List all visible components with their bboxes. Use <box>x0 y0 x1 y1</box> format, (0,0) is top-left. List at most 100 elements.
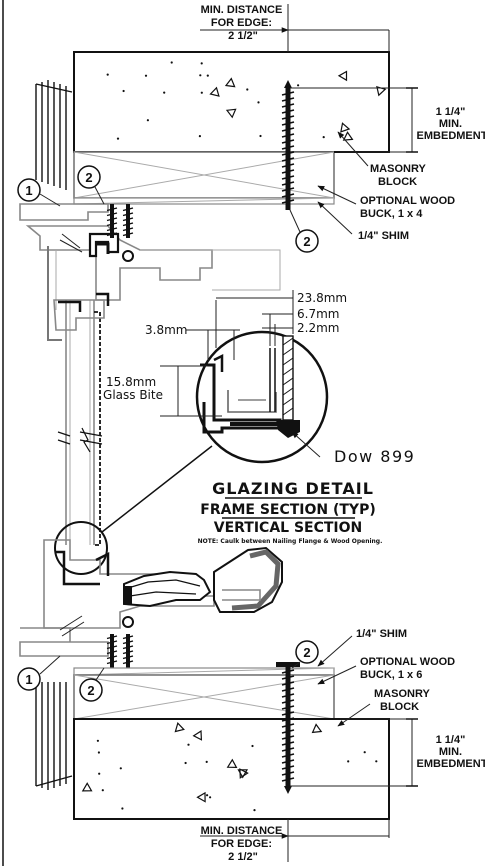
bottom-masonry-block <box>73 718 390 820</box>
bottom-exterior-wall <box>35 682 73 790</box>
bottom-shim-label: 1/4" SHIM <box>317 628 407 667</box>
sealant-label: Dow 899 <box>334 447 415 466</box>
svg-text:2: 2 <box>87 683 94 698</box>
screw-thread <box>281 711 295 716</box>
bottom-min-distance-line-2: FOR EDGE: <box>211 838 272 850</box>
fastener-thread <box>106 635 118 640</box>
screw-thread <box>281 729 295 734</box>
fastener-thread <box>122 222 134 227</box>
top-head-frame-profile <box>19 203 281 341</box>
screw-thread <box>281 723 295 728</box>
top-embedment-line-1: 1 1/4" <box>436 106 466 118</box>
aggregate-dot <box>199 74 202 77</box>
top-masonry-label: MASONRY BLOCK <box>337 131 426 188</box>
svg-text:MIN. DISTANCE FOR EDGE:: MIN. DISTANCE FOR EDGE: 2 1/2" <box>201 825 286 863</box>
top-masonry-line-1: MASONRY <box>370 163 426 175</box>
bottom-min-distance-line-1: MIN. DISTANCE <box>201 825 283 837</box>
aggregate-stone <box>239 768 249 779</box>
aggregate-dot <box>363 751 366 754</box>
frame-section-title: FRAME SECTION (TYP) <box>200 502 375 518</box>
aggregate-stone <box>342 131 354 141</box>
sill-frame-fasteners <box>106 634 134 668</box>
svg-text:MIN. DISTANCE FOR EDGE:: MIN. DISTANCE FOR EDGE: 2 1/2" <box>201 4 286 42</box>
svg-text:2: 2 <box>85 170 92 185</box>
aggregate-dot <box>122 89 125 93</box>
screw-thread <box>281 127 295 132</box>
screw-thread <box>281 717 295 722</box>
aggregate-dot <box>146 119 149 122</box>
aggregate-dot <box>259 134 262 138</box>
svg-text:2: 2 <box>303 645 310 660</box>
top-min-distance-line-1: MIN. DISTANCE <box>201 4 283 16</box>
fastener-thread <box>122 232 134 237</box>
bottom-buck-label: OPTIONAL WOOD BUCK, 1 x 6 <box>317 656 455 685</box>
top-min-distance-line-2: FOR EDGE: <box>211 17 272 29</box>
screw-thread <box>281 169 295 174</box>
fastener-thread <box>106 212 118 217</box>
top-embedment-line-2: MIN. <box>439 118 462 130</box>
fastener-thread <box>106 655 118 660</box>
svg-text:MASONRY BLOCK: MASONRY BLOCK <box>374 688 433 713</box>
top-buck-line-2: BUCK, 1 x 4 <box>360 208 423 220</box>
glazing-dimensions: 23.8mm 6.7mm 2.2mm 3.8mm 15.8mm Glass Bi… <box>103 290 415 466</box>
aggregate-dot <box>96 739 99 742</box>
top-buck-label: OPTIONAL WOOD BUCK, 1 x 4 <box>317 185 455 220</box>
screw-thread <box>281 139 295 144</box>
top-buck-line-1: OPTIONAL WOOD <box>360 195 455 207</box>
svg-text:2: 2 <box>303 234 310 249</box>
aggregate-dot <box>144 74 148 77</box>
screw-thread <box>281 765 295 770</box>
dim-6-7mm: 6.7mm <box>297 307 339 321</box>
aggregate-dot <box>257 101 260 104</box>
svg-text:1: 1 <box>25 672 32 687</box>
screw-thread <box>281 163 295 168</box>
top-exterior-wall <box>35 80 73 190</box>
svg-text:15.8mm Glass Bite: 15.8mm Glass Bite <box>103 375 163 402</box>
dim-3-8mm: 3.8mm <box>145 323 187 337</box>
aggregate-dot <box>187 743 190 746</box>
glazing-detail-callout <box>195 330 329 464</box>
bottom-embedment-line-1: 1 1/4" <box>436 734 466 746</box>
screw-thread <box>281 777 295 782</box>
screw-thread <box>281 693 295 698</box>
fastener-thread <box>122 655 134 660</box>
aggregate-dot <box>200 62 203 65</box>
screw-thread <box>281 741 295 746</box>
fastener-thread <box>122 660 134 665</box>
aggregate-stone <box>225 108 237 119</box>
aggregate-dot <box>101 789 104 792</box>
aggregate-dot <box>97 751 100 754</box>
bottom-edge-distance-dimension: MIN. DISTANCE FOR EDGE: 2 1/2" <box>200 819 390 863</box>
aggregate-dot <box>184 761 187 765</box>
aggregate-dot <box>200 91 203 94</box>
screw-thread <box>281 97 295 102</box>
screw-thread <box>281 151 295 156</box>
bottom-concrete-aggregate <box>81 722 378 812</box>
aggregate-dot <box>375 760 378 763</box>
bottom-min-distance-line-3: 2 1/2" <box>228 851 258 863</box>
glazing-detail-leader <box>54 445 213 575</box>
bottom-shim-text: 1/4" SHIM <box>356 628 407 640</box>
aggregate-dot <box>170 61 173 64</box>
bottom-callout-1: 1 <box>17 655 61 691</box>
fastener-thread <box>106 645 118 650</box>
top-callout-1: 1 <box>17 178 61 207</box>
bottom-buck-line-2: BUCK, 1 x 6 <box>360 669 422 681</box>
aggregate-dot <box>206 74 209 77</box>
aggregate-dot <box>246 88 249 91</box>
aggregate-stone <box>174 722 185 733</box>
bottom-buck-line-1: OPTIONAL WOOD <box>360 656 455 668</box>
screw-thread <box>281 193 295 198</box>
screw-thread <box>281 675 295 680</box>
top-min-distance-line-3: 2 1/2" <box>228 30 258 42</box>
aggregate-stone <box>81 782 93 792</box>
fastener-thread <box>106 207 118 212</box>
screw-thread <box>281 687 295 692</box>
aggregate-dot <box>253 809 256 812</box>
screw-thread <box>281 109 295 114</box>
fastener-thread <box>106 660 118 665</box>
top-anchor-screw <box>281 80 295 210</box>
aggregate-stone <box>209 86 220 97</box>
aggregate-dot <box>121 807 124 810</box>
aggregate-dot <box>251 744 254 748</box>
